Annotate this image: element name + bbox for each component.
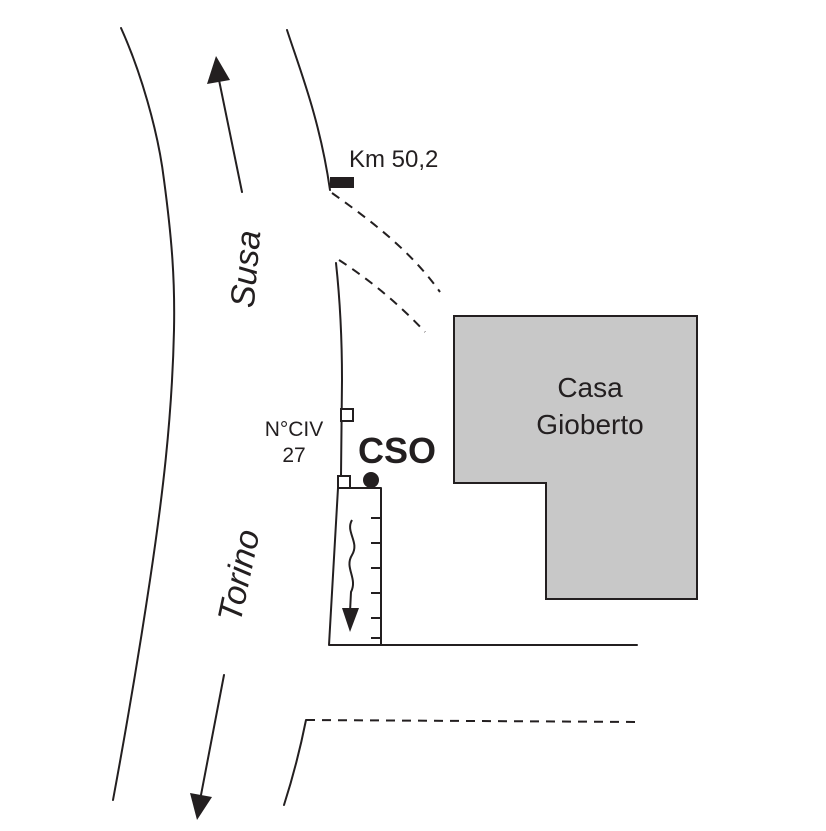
- building-label-line1: Casa: [557, 372, 623, 403]
- direction-label-susa: Susa: [224, 229, 269, 310]
- arrow-south-shaft: [200, 674, 225, 796]
- civic-marker-upper: [340, 408, 354, 422]
- side-road-south-edge: [338, 259, 426, 333]
- channel-outline: [328, 487, 382, 646]
- km-marker-label: Km 50,2: [349, 146, 438, 173]
- direction-label-torino: Torino: [211, 526, 268, 625]
- road-east-edge-upper: [286, 29, 331, 191]
- road-east-edge-lower: [283, 719, 307, 806]
- civic-label-line1: N°CIV: [265, 418, 324, 441]
- channel-ticks: [371, 517, 381, 639]
- flow-arrow-head: [342, 608, 359, 632]
- building-casa-gioberto: [453, 315, 698, 600]
- civic-marker-lower: [337, 475, 351, 489]
- building-label-line2: Gioberto: [536, 409, 643, 440]
- lower-side-road-edge: [305, 719, 641, 723]
- side-road-north-edge: [331, 192, 441, 293]
- road-west-edge: [112, 27, 176, 801]
- road-east-edge-middle: [335, 262, 343, 477]
- arrow-south-head: [190, 793, 212, 820]
- km-marker-post: [330, 177, 354, 188]
- flow-arrow-line: [348, 519, 356, 613]
- station-label: CSO: [358, 430, 436, 471]
- arrow-north-head: [207, 56, 230, 84]
- station-dot: [363, 472, 379, 488]
- arrow-north-shaft: [218, 79, 243, 193]
- civic-label-line2: 27: [282, 444, 305, 467]
